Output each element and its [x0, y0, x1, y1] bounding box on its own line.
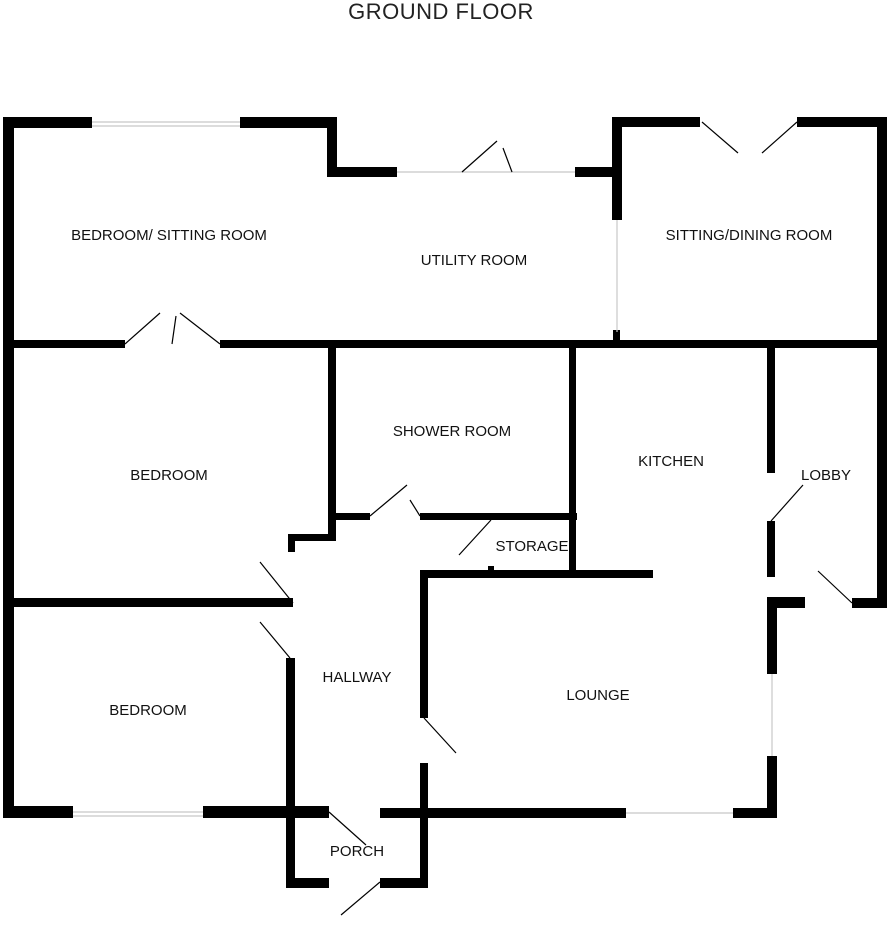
wall — [286, 878, 329, 888]
wall — [767, 756, 777, 818]
windows — [73, 121, 773, 817]
wall — [420, 570, 653, 578]
door — [259, 561, 294, 604]
wall — [328, 340, 336, 540]
floor-title: GROUND FLOOR — [348, 0, 534, 24]
wall — [380, 878, 428, 888]
wall — [767, 521, 775, 577]
wall — [288, 534, 295, 552]
door — [817, 570, 853, 604]
wall — [3, 340, 125, 348]
room-label-utility-room: UTILITY ROOM — [421, 252, 527, 269]
room-label-bedroom: BEDROOM — [130, 467, 208, 484]
wall — [612, 117, 622, 220]
wall — [612, 117, 700, 127]
door — [179, 312, 221, 345]
door — [340, 881, 381, 916]
door — [502, 147, 513, 173]
door — [458, 519, 492, 556]
room-label-lounge: LOUNGE — [566, 687, 629, 704]
room-label-porch: PORCH — [330, 843, 384, 860]
wall — [288, 534, 336, 541]
door — [761, 121, 798, 154]
door — [124, 312, 161, 345]
room-label-shower-room: SHOWER ROOM — [393, 423, 511, 440]
wall — [797, 117, 885, 127]
wall — [733, 808, 777, 818]
wall — [613, 330, 620, 342]
room-label-kitchen: KITCHEN — [638, 453, 704, 470]
wall — [240, 117, 337, 128]
wall — [380, 808, 428, 818]
wall — [3, 117, 92, 128]
door — [369, 484, 408, 517]
walls — [3, 117, 887, 888]
wall — [767, 345, 775, 473]
wall — [428, 808, 626, 818]
door — [461, 140, 498, 173]
door — [701, 121, 739, 154]
wall — [877, 117, 887, 608]
wall — [420, 513, 577, 520]
wall — [327, 117, 337, 177]
door — [171, 315, 177, 345]
room-label-storage: STORAGE — [495, 538, 568, 555]
wall — [3, 806, 73, 818]
door — [259, 621, 291, 659]
room-label-sitting-dining-room: SITTING/DINING ROOM — [666, 227, 833, 244]
wall — [569, 340, 576, 578]
wall — [575, 167, 615, 177]
wall — [767, 597, 805, 608]
wall — [420, 570, 428, 718]
room-label-hallway: HALLWAY — [323, 669, 392, 686]
wall — [852, 598, 887, 608]
wall — [3, 117, 14, 816]
room-label-lobby: LOBBY — [801, 467, 851, 484]
door — [328, 811, 367, 846]
wall — [328, 513, 370, 520]
wall — [488, 566, 494, 572]
door — [423, 717, 457, 754]
room-label-bedroom-lower: BEDROOM — [109, 702, 187, 719]
wall — [286, 658, 295, 888]
door — [770, 484, 804, 522]
room-label-bedroom-sitting-room: BEDROOM/ SITTING ROOM — [71, 227, 267, 244]
room-labels: BEDROOM/ SITTING ROOM UTILITY ROOM SITTI… — [71, 227, 851, 860]
wall — [420, 763, 428, 888]
wall — [327, 167, 397, 177]
wall — [220, 340, 887, 348]
wall — [3, 598, 293, 607]
door — [409, 499, 421, 517]
doors — [124, 121, 853, 916]
wall — [767, 597, 777, 674]
wall — [203, 806, 329, 818]
